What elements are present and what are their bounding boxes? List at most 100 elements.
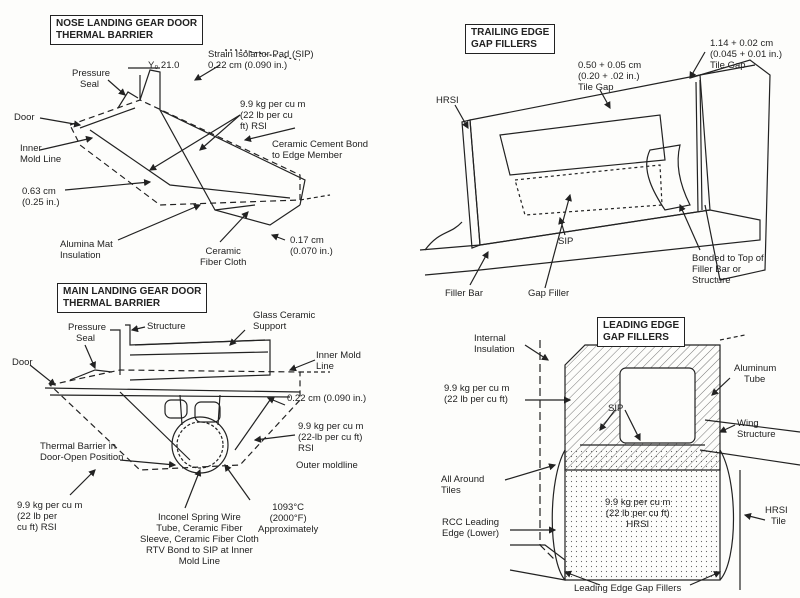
main-inconel-label: Inconel Spring Wire Tube, Ceramic Fiber … bbox=[140, 512, 259, 567]
trailing-sip-label: SIP bbox=[558, 236, 574, 247]
trailing-bonded-line3: Structure bbox=[692, 275, 731, 286]
leading-center-line1: 9.9 kg per cu m bbox=[605, 497, 671, 508]
trailing-gap2-line1: 0.50 + 0.05 cm bbox=[578, 60, 642, 71]
nose-y0-label: Y₀ 21.0 bbox=[148, 60, 180, 71]
main-barrier-label: Thermal Barrier in Door-Open Position bbox=[40, 441, 123, 463]
trailing-gap2-line3: Tile Gap bbox=[578, 82, 614, 93]
nose-pressure-line1: Pressure bbox=[72, 68, 111, 79]
main-glass-line2: Support bbox=[253, 321, 287, 332]
trailing-bonded-line2: Filler Bar or bbox=[692, 264, 742, 275]
main-inner-mold-label: Inner Mold Line bbox=[316, 350, 361, 372]
nose-dimension-label: 0.63 cm (0.25 in.) bbox=[22, 186, 60, 208]
main-outer-moldline-label: Outer moldline bbox=[296, 460, 358, 471]
main-temperature-label: 1093°C (2000°F) Approximately bbox=[258, 502, 318, 535]
main-rsi-label: 9.9 kg per cu m (22-lb per cu ft) RSI bbox=[298, 421, 363, 454]
main-inconel-line1: Inconel Spring Wire bbox=[157, 512, 241, 523]
nose-rsi-line1: 9.9 kg per cu m bbox=[240, 99, 306, 110]
leading-drawing bbox=[504, 334, 800, 590]
main-pressure-seal-label: Pressure Seal bbox=[68, 322, 106, 344]
main-temp-line1: 1093°C bbox=[272, 502, 304, 513]
leading-all-around-label: All Around Tiles bbox=[441, 474, 484, 496]
main-glass-line1: Glass Ceramic bbox=[253, 310, 316, 321]
leading-rcc-label: RCC Leading Edge (Lower) bbox=[442, 517, 499, 539]
leading-title-line2: GAP FILLERS bbox=[603, 332, 669, 343]
trailing-gap2-line2: (0.20 + .02 in.) bbox=[578, 71, 640, 82]
main-title-line2: THERMAL BARRIER bbox=[63, 298, 161, 309]
main-dimension-label: 0.22 cm (0.090 in.) bbox=[287, 393, 367, 404]
leading-title-line1: LEADING EDGE bbox=[603, 320, 680, 331]
leading-gap-fillers-label: Leading Edge Gap Fillers bbox=[574, 583, 682, 594]
main-inner-line1: Inner Mold bbox=[316, 350, 361, 361]
main-inconel-line4: RTV Bond to SIP at Inner bbox=[145, 545, 253, 556]
trailing-gap1-label: 1.14 + 0.02 cm (0.045 + 0.01 in.) Tile G… bbox=[710, 38, 782, 71]
nose-inner-line2: Mold Line bbox=[20, 154, 62, 165]
main-door-label: Door bbox=[12, 357, 33, 368]
main-gear-drawing bbox=[29, 324, 330, 509]
leading-rsi-line1: 9.9 kg per cu m bbox=[444, 383, 510, 394]
main-title-line1: MAIN LANDING GEAR DOOR bbox=[63, 286, 202, 297]
trailing-title-line1: TRAILING EDGE bbox=[471, 27, 550, 38]
main-barrier-line2: Door-Open Position bbox=[40, 452, 124, 463]
leading-sip-label: SIP bbox=[608, 403, 624, 414]
trailing-drawing bbox=[419, 51, 771, 289]
main-rsi-line1: 9.9 kg per cu m bbox=[298, 421, 364, 432]
nose-gear-drawing bbox=[39, 49, 331, 243]
nose-dim-line2: (0.25 in.) bbox=[22, 197, 60, 208]
nose-rsi-line2: (22 lb per cu bbox=[240, 110, 293, 121]
nose-door-label: Door bbox=[14, 112, 35, 123]
main-rsil-line2: (22 lb per bbox=[17, 511, 58, 522]
trailing-bonded-label: Bonded to Top of Filler Bar or Structure bbox=[692, 253, 764, 286]
leading-hrsitile-line2: Tile bbox=[771, 516, 786, 527]
main-rsi-left-label: 9.9 kg per cu m (22 lb per cu ft) RSI bbox=[17, 500, 82, 533]
nose-title-line1: NOSE LANDING GEAR DOOR bbox=[56, 18, 198, 29]
trailing-title: TRAILING EDGE GAP FILLERS bbox=[465, 24, 556, 54]
trailing-gap-filler-label: Gap Filler bbox=[528, 288, 570, 299]
leading-hrsitile-line1: HRSI bbox=[765, 505, 788, 516]
main-inner-line2: Line bbox=[316, 361, 334, 372]
trailing-gap1-line2: (0.045 + 0.01 in.) bbox=[710, 49, 783, 60]
main-barrier-line1: Thermal Barrier in bbox=[40, 441, 117, 452]
leading-rcc-line1: RCC Leading bbox=[442, 517, 500, 528]
main-inconel-line3: Sleeve, Ceramic Fiber Cloth bbox=[140, 534, 259, 545]
nose-inner-line1: Inner bbox=[20, 143, 42, 154]
trailing-gap2-label: 0.50 + 0.05 cm (0.20 + .02 in.) Tile Gap bbox=[578, 60, 641, 93]
main-rsil-line3: cu ft) RSI bbox=[17, 522, 57, 533]
trailing-gap1-line3: Tile Gap bbox=[710, 60, 746, 71]
nose-alumina-line2: Insulation bbox=[60, 250, 101, 261]
nose-sip-line1: Strain Isolartor Pad (SIP) bbox=[208, 49, 314, 60]
leading-aluminum-line1: Aluminum bbox=[734, 363, 777, 374]
nose-title-line2: THERMAL BARRIER bbox=[56, 30, 154, 41]
main-inconel-line2: Tube, Ceramic Fiber bbox=[156, 523, 243, 534]
main-rsi-line2: (22-lb per cu ft) bbox=[298, 432, 363, 443]
leading-center-line3: HRSI bbox=[626, 519, 650, 530]
main-rsi-line3: RSI bbox=[298, 443, 314, 454]
leading-internal-line2: Insulation bbox=[474, 344, 515, 355]
nose-rsi-label: 9.9 kg per cu m (22 lb per cu ft) RSI bbox=[240, 99, 305, 132]
nose-title: NOSE LANDING GEAR DOOR THERMAL BARRIER bbox=[50, 15, 204, 45]
nose-cloth-line2: Fiber Cloth bbox=[200, 257, 247, 268]
main-glass-label: Glass Ceramic Support bbox=[253, 310, 315, 332]
nose-cloth-line1: Ceramic bbox=[205, 246, 241, 257]
leading-rsi-line2: (22 lb per cu ft) bbox=[444, 394, 508, 405]
main-pressure-line1: Pressure bbox=[68, 322, 107, 333]
leading-internal-label: Internal Insulation bbox=[474, 333, 515, 355]
nose-dim-line1: 0.63 cm bbox=[22, 186, 56, 197]
leading-wing-line2: Structure bbox=[737, 429, 776, 440]
nose-inner-mold-label: Inner Mold Line bbox=[20, 143, 61, 165]
leading-rsi-label: 9.9 kg per cu m (22 lb per cu ft) bbox=[444, 383, 509, 405]
leading-aluminum-line2: Tube bbox=[744, 374, 766, 385]
trailing-filler-bar-label: Filler Bar bbox=[445, 288, 484, 299]
leading-center-line2: (22 lb per cu ft) bbox=[605, 508, 670, 519]
main-pressure-line2: Seal bbox=[76, 333, 96, 344]
nose-gap-line1: 0.17 cm bbox=[290, 235, 324, 246]
leading-center-hrsi-label: 9.9 kg per cu m (22 lb per cu ft) HRSI bbox=[605, 497, 670, 530]
nose-pressure-line2: Seal bbox=[80, 79, 100, 90]
nose-alumina-label: Alumina Mat Insulation bbox=[60, 239, 113, 261]
leading-hrsi-tile-label: HRSI Tile bbox=[765, 505, 788, 527]
leading-allaround-line2: Tiles bbox=[441, 485, 461, 496]
nose-sip-line2: 0.22 cm (0.090 in.) bbox=[208, 60, 288, 71]
nose-pressure-seal-label: Pressure Seal bbox=[72, 68, 110, 90]
nose-alumina-line1: Alumina Mat bbox=[60, 239, 113, 250]
leading-rcc-line2: Edge (Lower) bbox=[442, 528, 500, 539]
